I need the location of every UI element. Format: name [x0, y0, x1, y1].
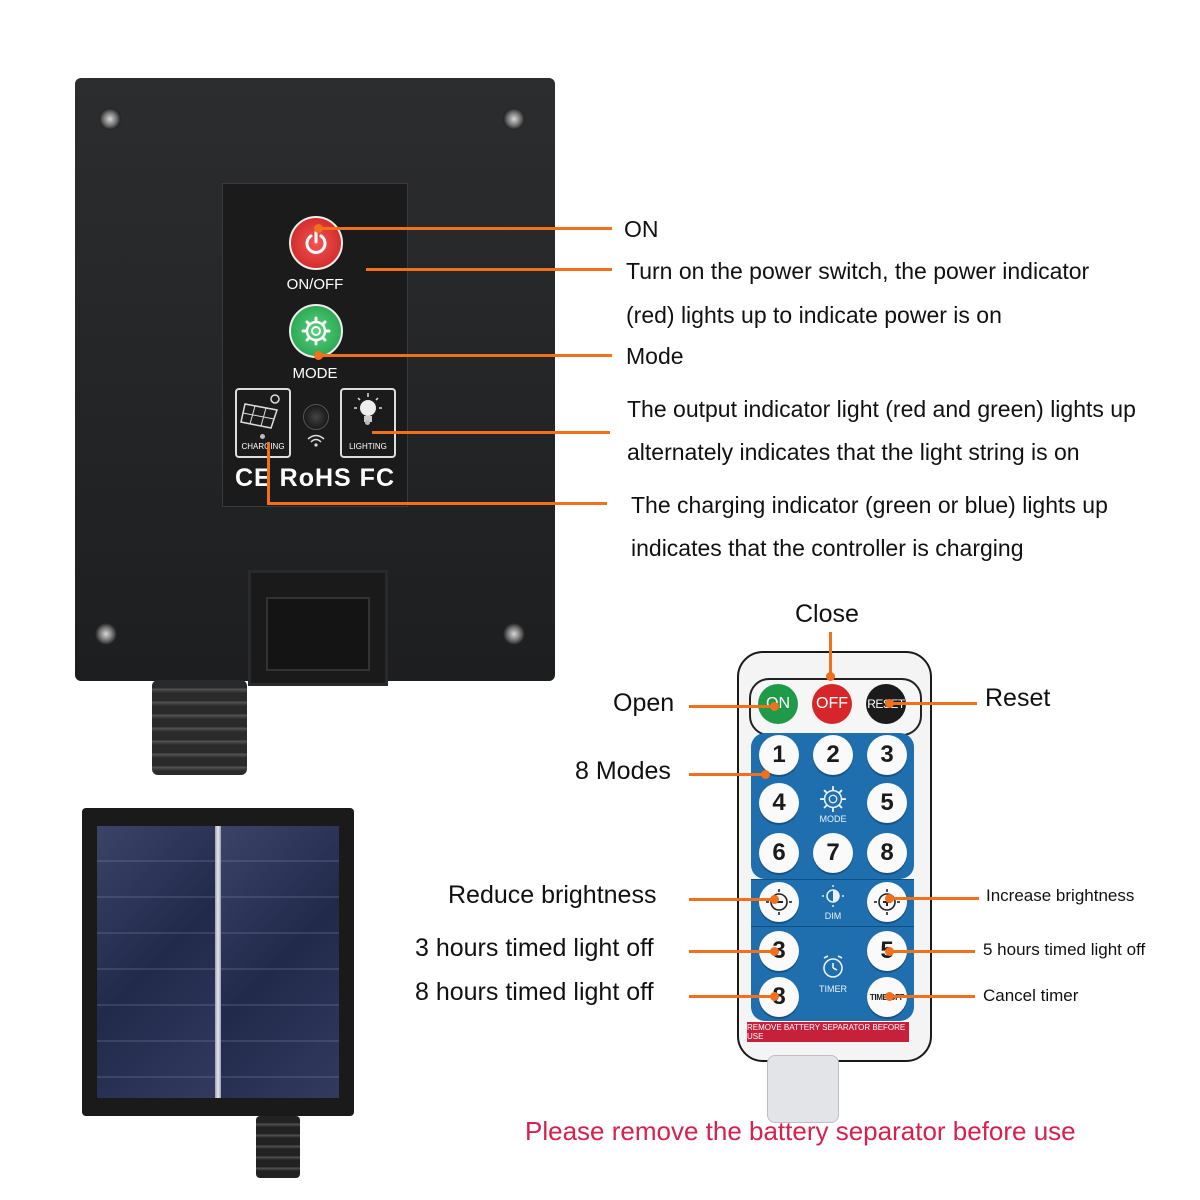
gear-icon — [819, 785, 847, 813]
callout-line — [689, 898, 775, 901]
callout-dot — [314, 224, 323, 233]
callout-line — [689, 773, 765, 776]
mode-key-7[interactable]: 7 — [813, 833, 853, 873]
callout-dot — [314, 351, 323, 360]
label-open: Open — [613, 689, 675, 717]
callout-line — [689, 705, 775, 708]
mode-key-1[interactable]: 1 — [759, 735, 799, 775]
brightness-down-key[interactable] — [759, 882, 799, 922]
timer-caption: TIMER — [819, 984, 847, 994]
control-panel: ON/OFF MODE CHARGING — [222, 183, 408, 507]
mode-key-6[interactable]: 6 — [759, 833, 799, 873]
label-reset: Reset — [985, 684, 1051, 712]
callout-output-line2: alternately indicates that the light str… — [627, 439, 1080, 465]
callout-line — [889, 702, 977, 705]
wifi-icon — [307, 434, 325, 447]
charging-label: CHARGING — [241, 442, 285, 451]
callout-dot — [885, 947, 894, 956]
callout-line — [318, 227, 612, 230]
label-cancel-timer: Cancel timer — [983, 986, 1079, 1005]
mode-key-3[interactable]: 3 — [867, 735, 907, 775]
callout-output-line1: The output indicator light (red and gree… — [627, 396, 1136, 422]
solar-cell — [97, 826, 215, 1098]
screw — [503, 623, 525, 645]
charging-led — [260, 434, 265, 439]
mode-button[interactable] — [289, 304, 343, 358]
callout-line — [318, 354, 612, 357]
solar-panel — [82, 808, 354, 1116]
callout-dot — [770, 895, 779, 904]
callout-dot — [770, 947, 779, 956]
remote-sensor — [303, 404, 329, 430]
lighting-label: LIGHTING — [349, 442, 387, 451]
dim-icon — [822, 885, 844, 907]
callout-line — [267, 502, 607, 505]
callout-line — [689, 950, 775, 953]
alarm-clock-icon — [823, 955, 843, 978]
callout-line — [889, 897, 979, 900]
callout-dot — [770, 992, 779, 1001]
screw — [95, 623, 117, 645]
battery-separator-tab[interactable] — [767, 1055, 839, 1123]
callout-line — [829, 632, 832, 676]
solar-panel-icon — [240, 394, 280, 429]
callout-on: ON — [624, 216, 659, 242]
label-reduce-brightness: Reduce brightness — [448, 881, 657, 909]
dim-caption: DIM — [824, 911, 842, 921]
label-5-hours: 5 hours timed light off — [983, 940, 1146, 959]
label-3-hours: 3 hours timed light off — [415, 934, 654, 962]
certification-marks: CE RoHS FC — [235, 464, 395, 492]
callout-dot — [770, 702, 779, 711]
gear-icon — [301, 316, 331, 346]
solar-panel-plug — [256, 1116, 300, 1178]
mode-label: MODE — [292, 365, 338, 382]
cable-plug — [152, 680, 247, 775]
mode-key-2[interactable]: 2 — [813, 735, 853, 775]
power-icon — [305, 230, 327, 254]
callout-dot — [885, 894, 894, 903]
callout-charging-line1: The charging indicator (green or blue) l… — [631, 492, 1108, 518]
label-increase-brightness: Increase brightness — [986, 886, 1135, 905]
callout-power-line2: (red) lights up to indicate power is on — [626, 302, 1002, 328]
callout-line — [689, 995, 775, 998]
screw — [99, 108, 121, 130]
callout-line — [889, 950, 975, 953]
label-close: Close — [795, 600, 859, 628]
lighting-led — [365, 420, 370, 425]
solar-cell — [221, 826, 339, 1098]
mode-key-8[interactable]: 8 — [867, 833, 907, 873]
callout-line — [372, 431, 610, 434]
callout-dot — [761, 770, 770, 779]
screw — [503, 108, 525, 130]
on-off-label: ON/OFF — [286, 276, 344, 293]
mode-key-5[interactable]: 5 — [867, 783, 907, 823]
light-bulb-icon — [354, 393, 382, 422]
lighting-indicator: LIGHTING — [340, 388, 396, 458]
remote-off-key[interactable]: OFF — [812, 684, 852, 724]
brightness-minus-icon — [766, 889, 792, 915]
callout-line — [889, 995, 975, 998]
callout-charging-line2: indicates that the controller is chargin… — [631, 535, 1024, 561]
callout-mode: Mode — [626, 343, 684, 369]
cable-connector-housing — [248, 570, 388, 686]
charging-indicator: CHARGING — [235, 388, 291, 458]
power-button[interactable] — [289, 216, 343, 270]
solar-busbar — [215, 826, 221, 1098]
remote-control: ON OFF RESET 1 2 3 4 MODE 5 6 7 8 DIM — [737, 651, 932, 1062]
mode-key-4[interactable]: 4 — [759, 783, 799, 823]
label-modes: 8 Modes — [575, 757, 671, 785]
callout-dot — [826, 672, 835, 681]
mode-caption: MODE — [819, 814, 847, 824]
callout-power-line1: Turn on the power switch, the power indi… — [626, 258, 1090, 284]
battery-separator-strip: REMOVE BATTERY SEPARATOR BEFORE USE — [747, 1022, 909, 1042]
callout-line — [267, 442, 270, 504]
callout-dot — [885, 699, 894, 708]
callout-line — [366, 268, 612, 271]
battery-warning: Please remove the battery separator befo… — [525, 1116, 1076, 1146]
callout-dot — [885, 992, 894, 1001]
label-8-hours: 8 hours timed light off — [415, 978, 654, 1006]
